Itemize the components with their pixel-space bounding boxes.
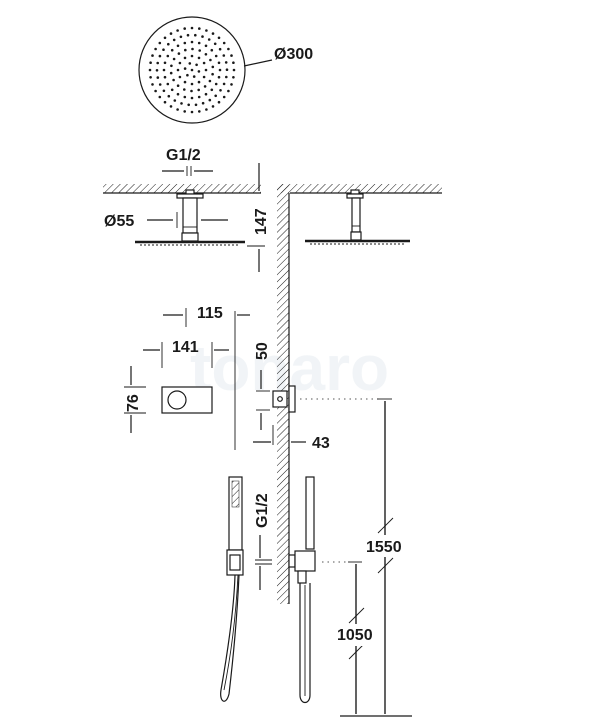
valve-depth-dimension bbox=[163, 308, 250, 450]
wall-projection-dimension bbox=[253, 425, 306, 445]
hand-shower-side bbox=[288, 476, 316, 704]
valve-offset-label: 50 bbox=[254, 342, 271, 360]
hand-shower-front bbox=[220, 476, 244, 702]
ceiling-shower-arm-side bbox=[305, 189, 410, 245]
head-diameter-label: Ø300 bbox=[274, 46, 313, 63]
wall-projection-label: 43 bbox=[312, 435, 330, 452]
valve-height-dimension bbox=[124, 366, 146, 433]
outlet-thread-label: G1/2 bbox=[254, 493, 271, 528]
valve-height-from-floor-label: 1550 bbox=[366, 539, 402, 556]
shower-head-top-view bbox=[138, 16, 273, 124]
arm-diameter-label: Ø55 bbox=[104, 213, 134, 230]
arm-height-label: 147 bbox=[253, 208, 270, 235]
valve-width-label: 141 bbox=[172, 339, 199, 356]
outlet-thread-dimension bbox=[255, 535, 272, 590]
arm-height-dimension bbox=[247, 163, 265, 272]
valve-depth-label: 115 bbox=[197, 305, 223, 322]
thermostatic-valve-front bbox=[161, 386, 213, 414]
valve-height-from-floor-dimension bbox=[300, 398, 410, 714]
arm-diameter-dimension bbox=[147, 212, 228, 228]
ceiling-shower-arm-front bbox=[135, 189, 245, 246]
arm-thread-dimension bbox=[162, 166, 213, 176]
valve-width-dimension bbox=[143, 342, 229, 368]
outlet-height-from-floor-label: 1050 bbox=[337, 627, 373, 644]
valve-height-label: 76 bbox=[125, 394, 142, 412]
valve-offset-dimension bbox=[256, 370, 270, 430]
arm-thread-label: G1/2 bbox=[166, 147, 201, 164]
thermostatic-valve-side bbox=[272, 385, 296, 413]
nozzle-dots bbox=[148, 26, 236, 114]
outlet-height-from-floor-dimension bbox=[322, 561, 381, 714]
ceiling-section bbox=[103, 184, 442, 194]
